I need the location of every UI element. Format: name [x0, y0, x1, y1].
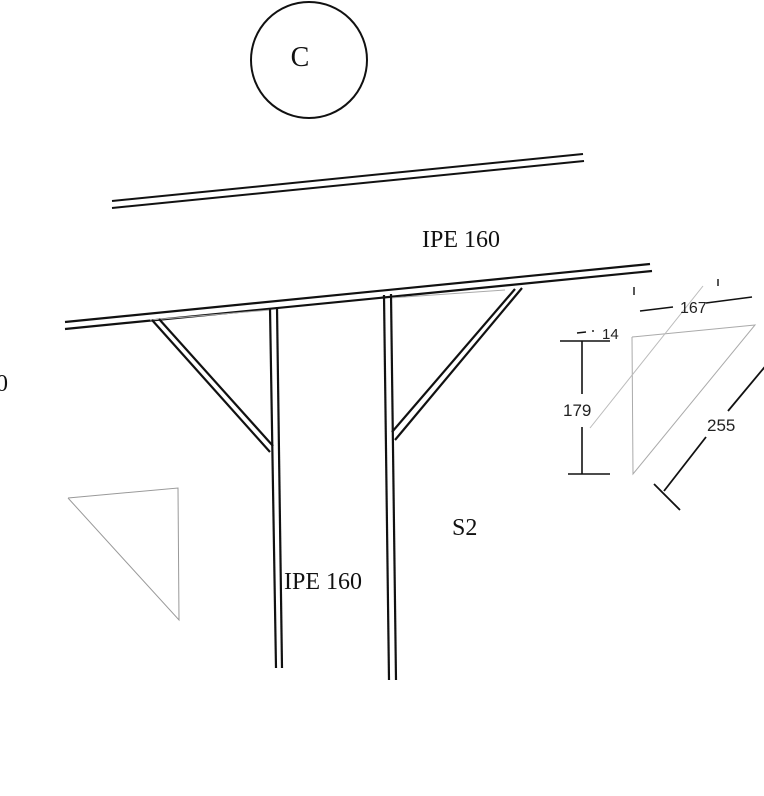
right-column	[382, 293, 398, 681]
right-brace	[391, 287, 523, 441]
gusset-hairline	[589, 285, 704, 429]
dimension-14	[576, 330, 594, 334]
beam-hairlines	[149, 289, 506, 321]
upper-double-line	[111, 153, 585, 209]
gusset-detail: 167 14 179 255	[560, 279, 764, 511]
section-marker: C	[250, 1, 368, 119]
left-column	[268, 306, 284, 669]
left-brace	[151, 318, 274, 453]
beam-label: IPE 160	[422, 227, 500, 253]
column-label: IPE 160	[284, 569, 362, 595]
dimension-179	[560, 340, 610, 475]
dimension-14-label: 14	[602, 326, 619, 343]
support-label: S2	[452, 515, 477, 541]
left-triangle	[67, 487, 180, 622]
gusset-triangle	[631, 324, 757, 476]
section-marker-label: C	[291, 42, 310, 73]
dimension-167	[633, 279, 753, 312]
dimension-179-label: 179	[563, 401, 591, 420]
dimension-255	[653, 366, 764, 511]
dimension-167-label: 167	[680, 300, 707, 317]
dimension-255-label: 255	[707, 416, 735, 435]
edge-fragment-label: 0	[0, 371, 8, 397]
